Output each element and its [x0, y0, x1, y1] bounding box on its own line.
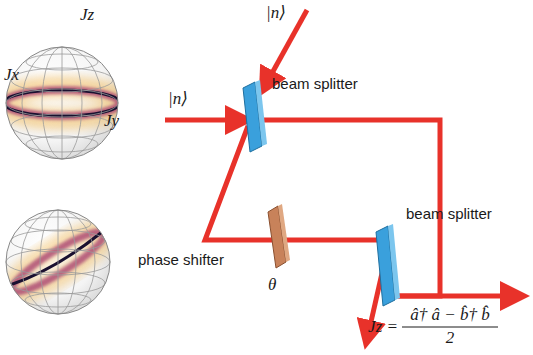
state-label: |n⟩	[266, 4, 286, 23]
light-beam	[165, 10, 515, 335]
phase-label: θ	[268, 276, 276, 295]
beam-splitter	[376, 224, 400, 306]
bloch-sphere	[2, 47, 122, 159]
part-label: phase shifter	[138, 252, 224, 269]
equation-text: Jz =	[368, 318, 398, 337]
part-label: beam splitter	[406, 206, 492, 223]
phase-shifter	[268, 204, 290, 268]
axis-label: Jz	[80, 6, 94, 25]
beam-splitter	[243, 80, 267, 152]
equation-numerator: â† â − b̂† b̂	[410, 306, 489, 325]
fraction-bar	[402, 327, 498, 328]
axis-label: Jy	[104, 112, 119, 131]
equation-denominator: 2	[446, 329, 455, 348]
axis-label: Jx	[4, 66, 19, 85]
state-label: |n⟩	[168, 90, 188, 109]
part-label: beam splitter	[272, 76, 358, 93]
bloch-sphere	[1, 210, 114, 314]
